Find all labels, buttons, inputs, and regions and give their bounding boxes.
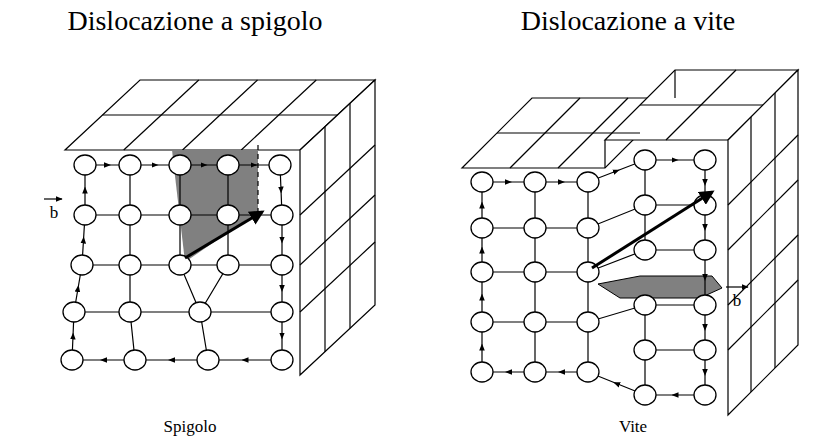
atom (471, 312, 493, 332)
figure-title: Dislocazione a vite (521, 4, 736, 38)
cube-frame (462, 70, 798, 415)
atom (524, 262, 546, 282)
atoms (61, 155, 293, 370)
atom (634, 195, 656, 215)
grid-line (300, 145, 375, 215)
atom (217, 255, 239, 275)
bond-lines (482, 160, 705, 395)
atom (471, 172, 493, 192)
atom (694, 385, 716, 405)
cube-frame (65, 80, 375, 375)
vector-arrow (44, 198, 62, 199)
bond-line (200, 165, 228, 312)
atom (74, 155, 96, 175)
atom (271, 255, 293, 275)
atom (577, 218, 599, 238)
atom (524, 362, 546, 382)
burgers-vector-label: b (50, 203, 59, 223)
atom (524, 172, 546, 192)
atoms (471, 150, 716, 405)
grid-line (728, 135, 798, 205)
grid-line (324, 127, 325, 352)
burgers-circuit (482, 160, 705, 395)
atom (524, 218, 546, 238)
atom (694, 295, 716, 315)
grid-line (728, 280, 798, 350)
atom (74, 205, 96, 225)
cube-side-face (728, 70, 798, 415)
atom (124, 350, 146, 370)
atom (63, 302, 85, 322)
dislocation-line (185, 212, 262, 258)
atom (634, 340, 656, 360)
atom (577, 362, 599, 382)
atom (471, 218, 493, 238)
grid-line (103, 114, 338, 115)
atom (271, 350, 293, 370)
dislocation-line (592, 192, 712, 268)
atom (169, 205, 191, 225)
vector-arrow (726, 286, 748, 287)
step-edge (674, 70, 675, 98)
grid-line (300, 242, 375, 312)
atom (189, 302, 211, 322)
grid-line (728, 180, 798, 250)
atom (634, 150, 656, 170)
figure-caption: Spigolo (164, 417, 217, 437)
atom (471, 362, 493, 382)
figure-caption: Vite (619, 417, 647, 437)
atom (524, 312, 546, 332)
atom (271, 205, 293, 225)
atom (197, 350, 219, 370)
cube-side-face (300, 80, 375, 375)
atom (119, 205, 141, 225)
atom (694, 240, 716, 260)
atom (119, 302, 141, 322)
atom (694, 340, 716, 360)
grid-line (640, 104, 763, 105)
atom (119, 255, 141, 275)
atom (634, 295, 656, 315)
atom (694, 150, 716, 170)
atom (471, 262, 493, 282)
grid-line (774, 93, 775, 368)
figure-title: Dislocazione a spigolo (67, 4, 322, 38)
burgers-vector-label: b (733, 291, 742, 311)
grid-line (497, 132, 640, 133)
bond-line (74, 311, 282, 312)
atom (271, 302, 293, 322)
atom (217, 155, 239, 175)
atom (169, 155, 191, 175)
atom (217, 205, 239, 225)
hidden-edge (257, 145, 258, 215)
step-edge (604, 140, 605, 168)
atom (577, 172, 599, 192)
atom (61, 350, 83, 370)
atom (269, 155, 291, 175)
atom (119, 155, 141, 175)
burgers-circuit (72, 165, 282, 360)
atom (634, 240, 656, 260)
atom (71, 255, 93, 275)
grid-line (300, 195, 375, 265)
bond-lines (74, 165, 282, 360)
grid-line (750, 117, 751, 392)
atom (634, 385, 656, 405)
atom (577, 312, 599, 332)
grid-line (349, 103, 350, 328)
